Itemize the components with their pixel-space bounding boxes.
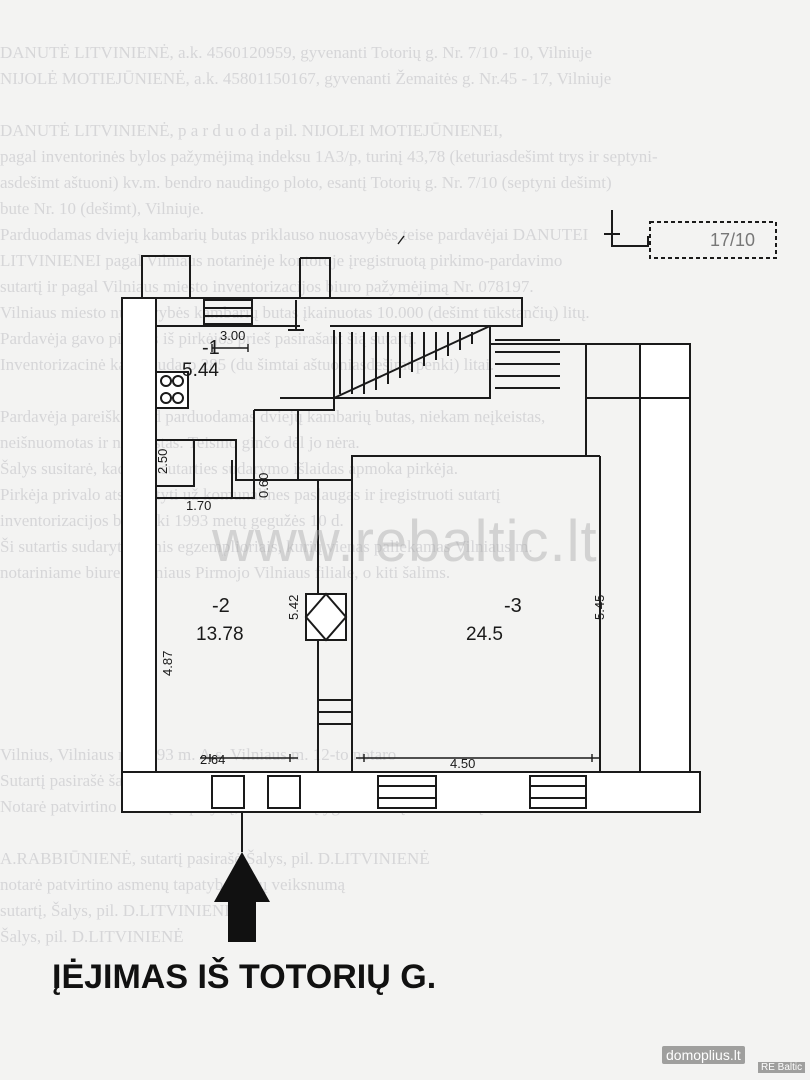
dimension-label: 1.70 bbox=[186, 498, 211, 513]
room-area: 5.44 bbox=[182, 360, 219, 381]
faded-contract-line: Parduodamas dviejų kambarių butas prikla… bbox=[0, 225, 589, 244]
faded-contract-line: Vilnius, Vilniaus m. 1993 m. A.s. Vilnia… bbox=[0, 745, 397, 764]
outer-wall-bottom bbox=[121, 771, 701, 813]
stove-icon bbox=[155, 371, 189, 409]
faded-contract-line: sutartį ir pagal Vilniaus miesto invento… bbox=[0, 277, 534, 296]
entrance-label: ĮĖJIMAS IŠ TOTORIŲ G. bbox=[52, 958, 437, 996]
dimension-label: 2.64 bbox=[200, 752, 225, 767]
watermark: www.rebaltic.lt bbox=[212, 509, 598, 574]
room-number: -2 bbox=[212, 595, 230, 617]
domoplius-logo: domoplius.lt bbox=[662, 1046, 745, 1064]
room-area: 13.78 bbox=[196, 624, 244, 645]
dimension-label: 4.50 bbox=[450, 756, 475, 771]
bottom-windows bbox=[211, 775, 587, 809]
outer-wall-top bbox=[122, 297, 640, 345]
faded-contract-line: DANUTĖ LITVINIENĖ, a.k. 4560120959, gyve… bbox=[0, 43, 593, 62]
faded-contract-line: LITVINIENEI pagal Vilniaus notarinėje ko… bbox=[0, 251, 563, 270]
faded-contract-line: Šalys, pil. D.LITVINIENĖ bbox=[0, 927, 184, 946]
dimension-label: 3.00 bbox=[220, 328, 245, 343]
dimension-label: 4.87 bbox=[160, 651, 175, 676]
faded-contract-text: DANUTĖ LITVINIENĖ, a.k. 4560120959, gyve… bbox=[0, 40, 810, 950]
faded-contract-line: Šalys susitarė, kad šios sutarties sudar… bbox=[0, 459, 458, 478]
faded-contract-line: NIJOLĖ MOTIEJŪNIENĖ, a.k. 45801150167, g… bbox=[0, 69, 612, 88]
faded-contract-line: inventorizacijos biure iki 1993 metų geg… bbox=[0, 511, 344, 530]
faded-contract-line: Pardavėja gavo pinigus iš pirkėjos prieš… bbox=[0, 329, 417, 348]
faded-contract-line: notariniame biure - Vilniaus Pirmojo Vil… bbox=[0, 563, 451, 582]
dimension-label: 0.60 bbox=[256, 473, 271, 498]
fireplace-icon bbox=[304, 592, 348, 642]
dimension-label: 5.45 bbox=[592, 595, 607, 620]
dimension-label: 5.42 bbox=[286, 595, 301, 620]
window-top-1 bbox=[203, 299, 253, 325]
faded-contract-line: bute Nr. 10 (dešimt), Vilniuje. bbox=[0, 199, 205, 218]
rebaltic-logo: RE Baltic bbox=[758, 1062, 806, 1073]
outer-wall-left bbox=[121, 297, 157, 773]
outer-wall-right bbox=[639, 343, 691, 773]
stamp-box bbox=[649, 221, 777, 259]
staircase bbox=[299, 257, 560, 399]
faded-contract-line: DANUTĖ LITVINIENĖ, p a r d u o d a pil. … bbox=[0, 121, 503, 140]
room-number: -1 bbox=[202, 337, 220, 359]
faded-contract-line: asdešimt aštuoni) kv.m. bendro naudingo … bbox=[0, 173, 612, 192]
room-area: 24.5 bbox=[466, 624, 503, 645]
faded-contract-line: pagal inventorinės bylos pažymėjimą inde… bbox=[0, 147, 658, 166]
stamp-code: 17/10 bbox=[710, 230, 755, 250]
room-number: -3 bbox=[504, 595, 522, 617]
faded-contract-line: sutartį, Šalys, pil. D.LITVINIENĖ bbox=[0, 901, 235, 920]
chimney bbox=[141, 255, 191, 299]
entrance-arrow-icon bbox=[214, 852, 270, 942]
faded-contract-line: neišnuomotas ir neįkeistas. Teismo ginčo… bbox=[0, 433, 360, 452]
dimension-label: 2.50 bbox=[155, 449, 170, 474]
faded-contract-line: A.RABBIŪNIENĖ, sutartį pasirašė Šalys, p… bbox=[0, 849, 430, 868]
